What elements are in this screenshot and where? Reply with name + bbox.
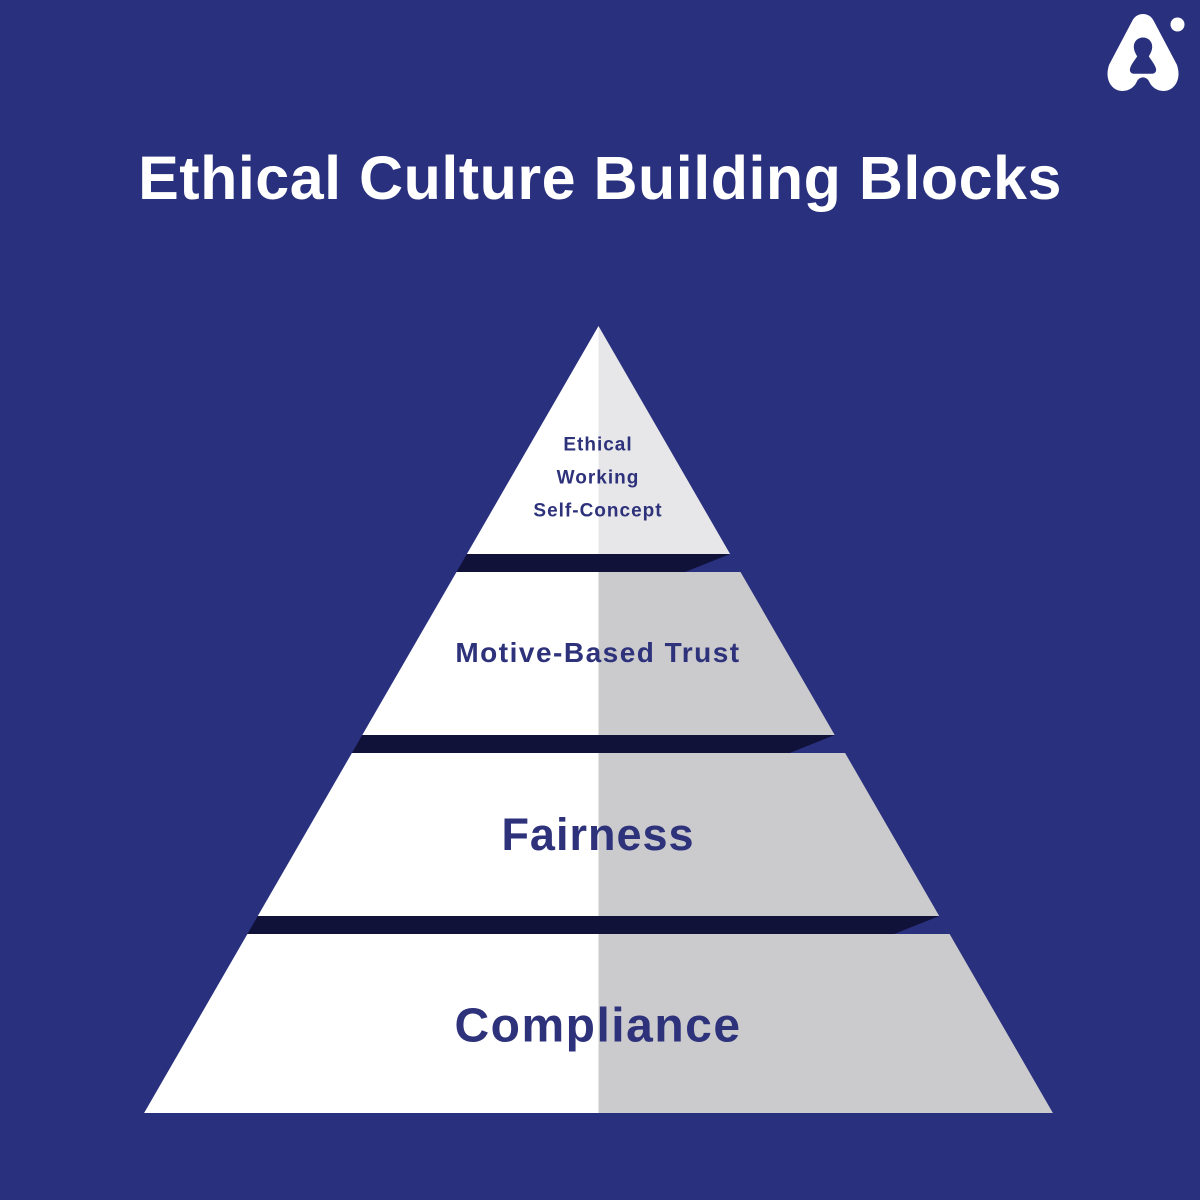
brand-logo-icon	[1107, 14, 1185, 91]
tier-2-left-face	[362, 572, 599, 735]
tier-1-ethical-working-self-concept	[466, 326, 731, 554]
tier-3-left-face	[257, 753, 599, 916]
shadow-strip-1	[456, 554, 731, 572]
tier-3-fairness	[257, 753, 940, 916]
tier-1-right-face	[598, 326, 731, 554]
tier-3-right-face	[598, 753, 940, 916]
tier-4-left-face	[144, 934, 599, 1113]
tier-4-compliance	[144, 934, 1053, 1113]
tier-3-label: Fairness	[501, 809, 695, 860]
page-title: Ethical Culture Building Blocks	[138, 144, 1062, 212]
tier-2-motive-based-trust	[362, 572, 835, 735]
tier-2-right-face	[598, 572, 835, 735]
tier-1-label: Ethical Working Self-Concept	[533, 434, 663, 522]
tier-2-label: Motive-Based Trust	[455, 637, 741, 668]
shadow-strip-2	[351, 735, 835, 753]
shadow-strip-3	[247, 916, 940, 934]
logo-dot	[1170, 17, 1185, 32]
tier-1-left-face	[466, 326, 599, 554]
tier-4-right-face	[598, 934, 1053, 1113]
tier-4-label: Compliance	[454, 999, 742, 1053]
